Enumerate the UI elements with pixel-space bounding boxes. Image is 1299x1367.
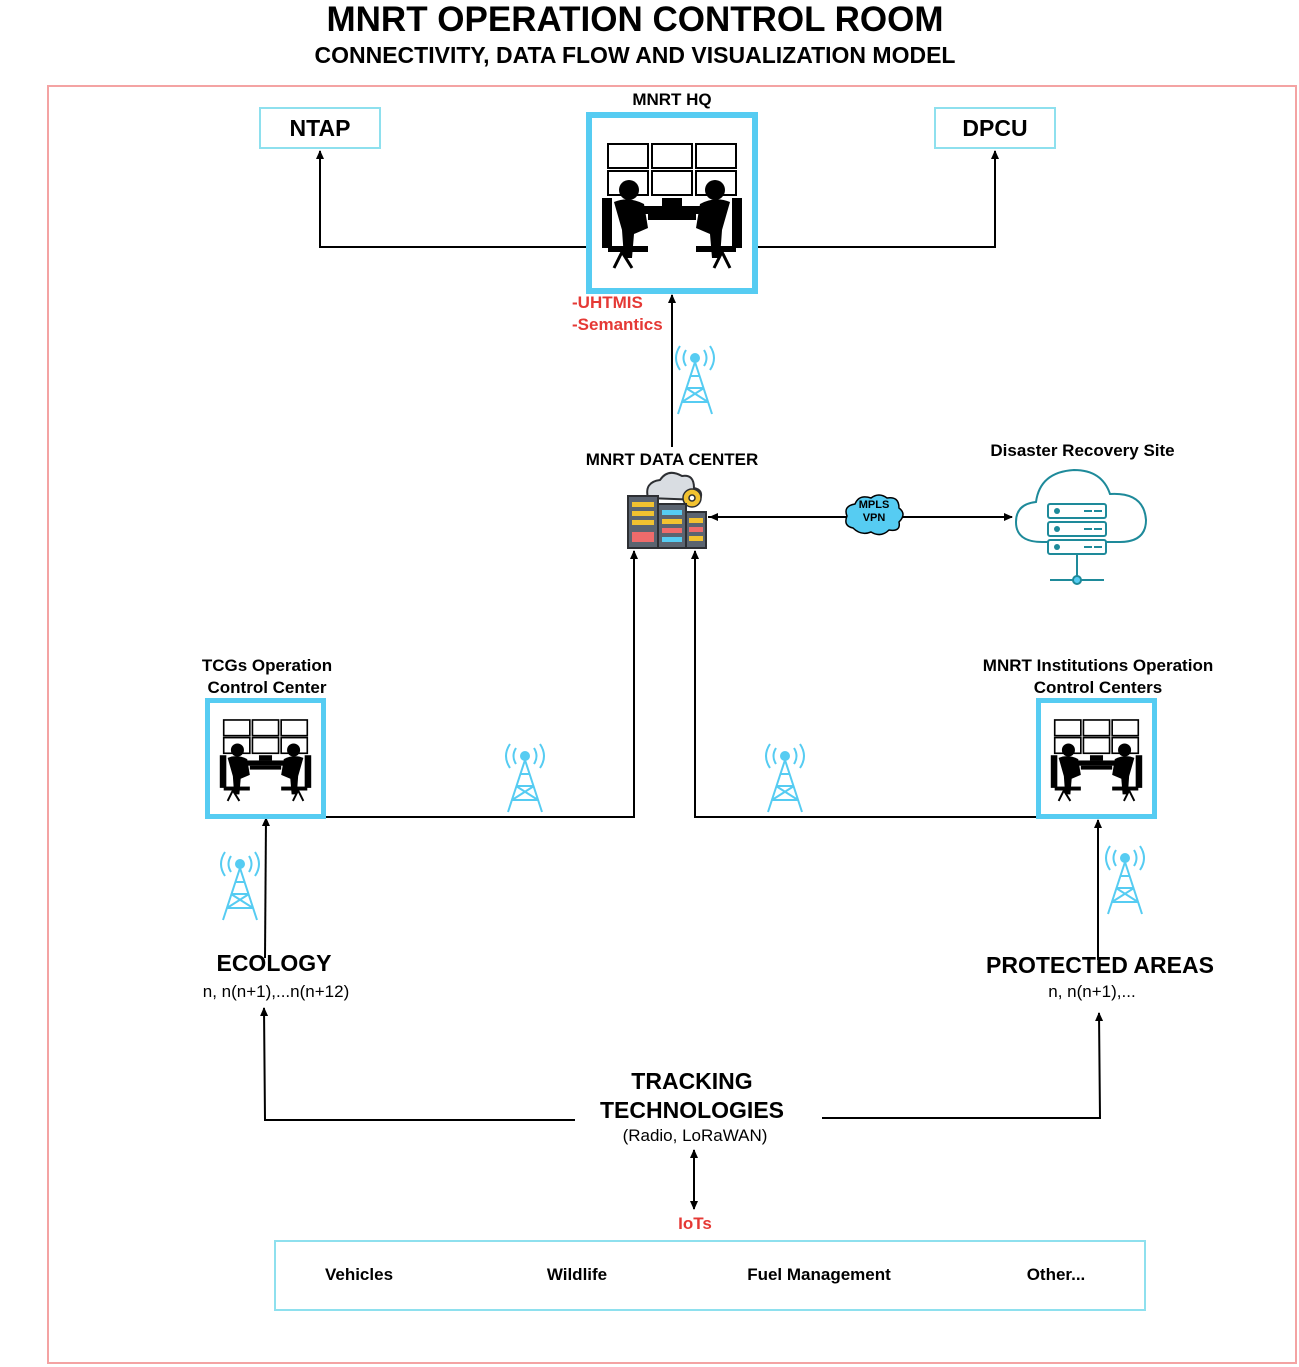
institutions-label: MNRT Institutions Operation Control Cent… [957, 655, 1239, 699]
vpn-label: MPLS VPN [843, 499, 905, 525]
radio-tower-icon [675, 345, 715, 415]
radio-tower-icon [505, 743, 545, 813]
tcgs-box [205, 698, 326, 819]
hq-notes: -UHTMIS -Semantics [572, 292, 663, 336]
institutions-box [1036, 698, 1157, 819]
data-center-icon [627, 471, 707, 549]
page-subtitle: CONNECTIVITY, DATA FLOW AND VISUALIZATIO… [314, 42, 956, 68]
institutions-label-line1: MNRT Institutions Operation [982, 656, 1214, 675]
vpn-cloud: MPLS VPN [843, 492, 905, 538]
control-room-icon [1050, 719, 1143, 802]
cloud-server-icon [1014, 468, 1148, 585]
diagram-frame [47, 85, 1297, 1364]
hq-to-ntap-arrow [316, 150, 588, 248]
vpn-label-line2: VPN [862, 512, 886, 524]
tcgs-label-line2: Control Center [207, 678, 327, 697]
tracking-label: TRACKING TECHNOLOGIES [572, 1067, 812, 1125]
radio-tower-icon [1105, 845, 1145, 915]
data-center-label: MNRT DATA CENTER [585, 450, 759, 469]
tcgs-label: TCGs Operation Control Center [162, 655, 372, 699]
radio-tower-icon [220, 851, 260, 921]
iot-item-fuel-management: Fuel Management [747, 1265, 891, 1284]
hq-note-uhtmis: -UHTMIS [572, 293, 643, 312]
control-room-icon [602, 143, 742, 269]
cloud-icon [845, 494, 904, 536]
dpcu-box: DPCU [934, 107, 1056, 149]
dr-site-label: Disaster Recovery Site [990, 441, 1175, 460]
tracking-label-line1: TRACKING [631, 1068, 753, 1094]
tracking-sub: (Radio, LoRaWAN) [622, 1126, 768, 1145]
ecology-sub: n, n(n+1),...n(n+12) [202, 982, 350, 1001]
tracking-label-line2: TECHNOLOGIES [599, 1097, 784, 1123]
ntap-box: NTAP [259, 107, 381, 149]
institutions-label-line2: Control Centers [1033, 678, 1163, 697]
tracking-to-ecology-arrow [260, 1007, 575, 1121]
hq-box [586, 112, 758, 294]
protected-label: PROTECTED AREAS [986, 952, 1214, 978]
hq-to-dpcu-arrow [757, 150, 999, 248]
ecology-label: ECOLOGY [216, 950, 332, 976]
tcgs-to-dc-arrow [325, 550, 638, 818]
iots-label: IoTs [678, 1214, 712, 1233]
radio-tower-icon [765, 743, 805, 813]
ecology-to-tcgs-arrow [261, 817, 270, 959]
protected-sub: n, n(n+1),... [1048, 982, 1136, 1001]
iot-item-other: Other... [1026, 1265, 1086, 1284]
iot-item-wildlife: Wildlife [546, 1265, 608, 1284]
hq-label: MNRT HQ [632, 90, 712, 109]
tcgs-label-line1: TCGs Operation [201, 656, 333, 675]
iot-box: Vehicles Wildlife Fuel Management Other.… [274, 1240, 1146, 1311]
tracking-to-protected-arrow [822, 1012, 1104, 1119]
iot-item-vehicles: Vehicles [324, 1265, 394, 1284]
page-title: MNRT OPERATION CONTROL ROOM [326, 0, 944, 39]
control-room-icon [219, 719, 312, 802]
institutions-to-dc-arrow [691, 550, 1036, 818]
hq-note-semantics: -Semantics [572, 315, 663, 334]
vpn-label-line1: MPLS [858, 499, 890, 511]
